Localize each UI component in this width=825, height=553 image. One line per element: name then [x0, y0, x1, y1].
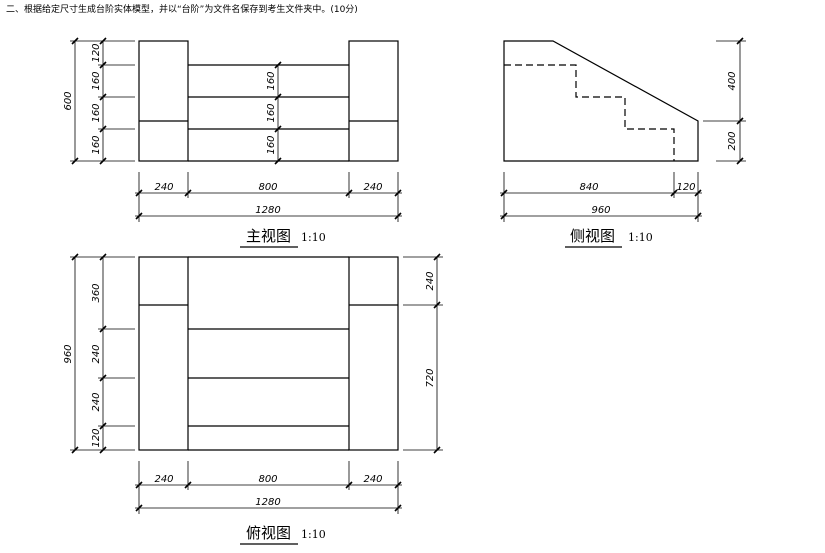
side-view: 400 200 840 120 960 侧视图 1:10 [500, 37, 746, 248]
dim-side-w-840: 840 [579, 182, 598, 193]
top-view-title: 俯视图 [246, 524, 291, 542]
front-view-title: 主视图 [246, 227, 291, 245]
dim-top-240b: 240 [91, 392, 102, 411]
dim-front-160c: 160 [91, 135, 102, 154]
top-right-dimensions: 240 720 [403, 253, 443, 454]
top-right-pillar [348, 256, 399, 451]
dim-front-w-800: 800 [258, 182, 277, 193]
dim-top-w-240-left: 240 [154, 474, 173, 485]
side-bottom-dimensions: 840 120 960 [500, 172, 702, 222]
front-left-pillar [138, 40, 189, 162]
dim-top-w-1280: 1280 [255, 497, 280, 508]
side-view-scale: 1:10 [628, 231, 653, 244]
front-right-pillar [348, 40, 399, 162]
dim-side-w-120: 120 [676, 182, 695, 193]
side-view-hidden-steps [504, 64, 675, 161]
top-left-dimensions: 360 240 240 120 960 [63, 253, 135, 454]
dim-front-160a: 160 [91, 71, 102, 90]
dim-top-right-720: 720 [425, 368, 436, 387]
front-view-scale: 1:10 [301, 231, 326, 244]
dim-front-w-240-right: 240 [363, 182, 382, 193]
front-left-dimensions: 120 160 160 160 600 [63, 37, 135, 165]
side-right-dimensions: 400 200 [703, 37, 746, 165]
side-view-title: 侧视图 [570, 227, 615, 245]
top-bottom-dimensions: 240 800 240 1280 [135, 461, 402, 514]
dim-front-mid-160a: 160 [266, 71, 277, 90]
dim-side-w-960: 960 [591, 205, 610, 216]
dim-front-mid-160b: 160 [266, 103, 277, 122]
front-bottom-dimensions: 240 800 240 1280 [135, 172, 402, 222]
dim-front-w-240-left: 240 [154, 182, 173, 193]
dim-side-400: 400 [727, 71, 738, 90]
dim-front-600: 600 [63, 91, 74, 110]
top-view-scale: 1:10 [301, 528, 326, 541]
dim-front-160b: 160 [91, 103, 102, 122]
side-view-outline [503, 40, 699, 162]
dim-top-240a: 240 [91, 344, 102, 363]
dim-side-200: 200 [727, 131, 738, 150]
dim-front-mid-160c: 160 [266, 135, 277, 154]
front-middle-dimensions: 160 160 160 [266, 61, 282, 165]
top-left-pillar [138, 256, 189, 451]
dim-top-360: 360 [91, 283, 102, 302]
front-view: 120 160 160 160 600 160 160 160 [63, 37, 402, 248]
instruction-text: 二、根据给定尺寸生成台阶实体模型，并以“台阶”为文件名保存到考生文件夹中。(10… [6, 5, 358, 15]
top-view: 360 240 240 120 960 240 720 [63, 253, 443, 545]
dim-front-120: 120 [91, 43, 102, 62]
dim-top-w-800: 800 [258, 474, 277, 485]
dim-front-w-1280: 1280 [255, 205, 280, 216]
dim-top-w-240-right: 240 [363, 474, 382, 485]
dim-top-960: 960 [63, 344, 74, 363]
dim-top-right-240: 240 [425, 271, 436, 290]
dim-top-120: 120 [91, 428, 102, 447]
